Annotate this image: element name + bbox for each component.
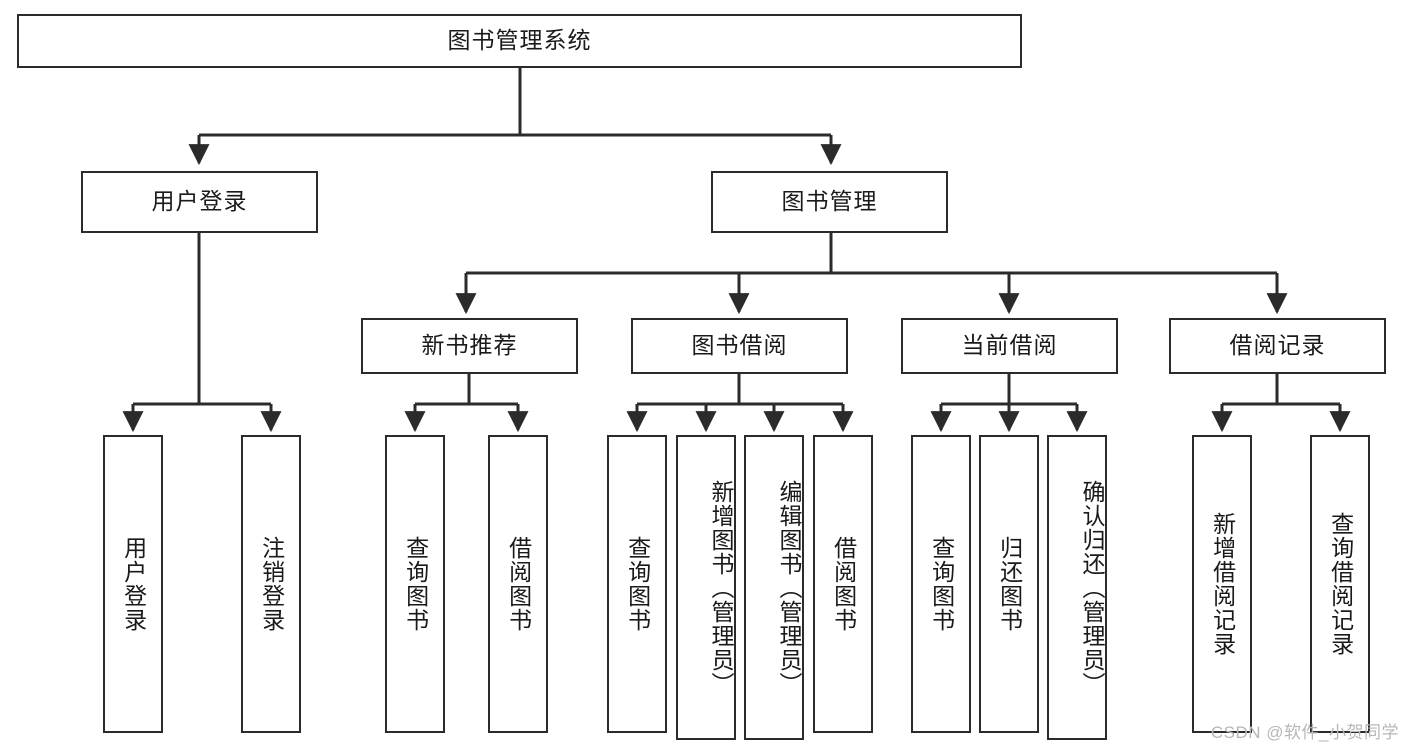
node-leaf-add-book[interactable]: 新增图书（管理员） — [676, 435, 736, 740]
node-book-manage-label: 图书管理 — [781, 188, 878, 215]
node-leaf-return-book-label: 归还图书 — [996, 536, 1023, 632]
node-leaf-edit-book-label: 编辑图书（管理员） — [776, 479, 802, 696]
node-leaf-borrow-book[interactable]: 借阅图书 — [813, 435, 873, 733]
node-leaf-edit-book[interactable]: 编辑图书（管理员） — [744, 435, 804, 740]
node-root-label: 图书管理系统 — [447, 27, 592, 54]
node-book-borrow-label: 图书借阅 — [691, 332, 788, 359]
node-leaf-query-book-rec[interactable]: 查询图书 — [385, 435, 445, 733]
node-leaf-logout-login-label: 注销登录 — [258, 536, 285, 632]
node-leaf-user-login[interactable]: 用户登录 — [103, 435, 163, 733]
node-current-borrow[interactable]: 当前借阅 — [901, 318, 1118, 374]
node-book-borrow[interactable]: 图书借阅 — [631, 318, 848, 374]
node-user-login-label: 用户登录 — [151, 188, 248, 215]
node-leaf-add-record-label: 新增借阅记录 — [1209, 512, 1236, 656]
node-leaf-query-record[interactable]: 查询借阅记录 — [1310, 435, 1370, 733]
node-leaf-query-book-borrow-label: 查询图书 — [624, 536, 651, 632]
node-leaf-borrow-book-rec[interactable]: 借阅图书 — [488, 435, 548, 733]
node-leaf-confirm-return[interactable]: 确认归还（管理员） — [1047, 435, 1107, 740]
node-leaf-borrow-book-label: 借阅图书 — [830, 536, 857, 632]
node-leaf-query-book-current[interactable]: 查询图书 — [911, 435, 971, 733]
node-leaf-user-login-label: 用户登录 — [120, 536, 147, 632]
node-new-book-rec-label: 新书推荐 — [421, 332, 518, 359]
node-leaf-add-book-label: 新增图书（管理员） — [708, 479, 734, 696]
node-leaf-confirm-return-label: 确认归还（管理员） — [1079, 479, 1105, 696]
node-book-manage[interactable]: 图书管理 — [711, 171, 948, 233]
csdn-watermark: CSDN @软件_小贺同学 — [1210, 723, 1399, 742]
node-leaf-logout-login[interactable]: 注销登录 — [241, 435, 301, 733]
node-root[interactable]: 图书管理系统 — [17, 14, 1022, 68]
node-user-login[interactable]: 用户登录 — [81, 171, 318, 233]
node-new-book-rec[interactable]: 新书推荐 — [361, 318, 578, 374]
node-leaf-add-record[interactable]: 新增借阅记录 — [1192, 435, 1252, 733]
node-leaf-query-record-label: 查询借阅记录 — [1327, 512, 1354, 656]
node-leaf-borrow-book-rec-label: 借阅图书 — [505, 536, 532, 632]
node-leaf-return-book[interactable]: 归还图书 — [979, 435, 1039, 733]
node-leaf-query-book-borrow[interactable]: 查询图书 — [607, 435, 667, 733]
node-current-borrow-label: 当前借阅 — [961, 332, 1058, 359]
node-leaf-query-book-current-label: 查询图书 — [928, 536, 955, 632]
node-leaf-query-book-rec-label: 查询图书 — [402, 536, 429, 632]
node-borrow-record-label: 借阅记录 — [1229, 332, 1326, 359]
node-borrow-record[interactable]: 借阅记录 — [1169, 318, 1386, 374]
